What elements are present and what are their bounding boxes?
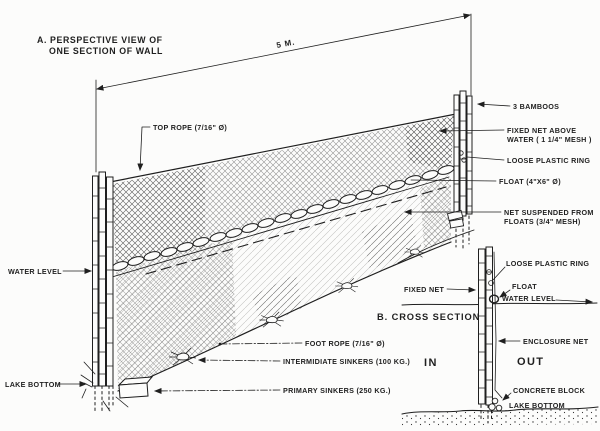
cross-label-float: FLOAT xyxy=(512,282,537,291)
net-hang-dashed-line xyxy=(145,186,447,275)
label-net-suspended-line1: NET SUSPENDED FROM xyxy=(504,208,594,217)
label-fixed-net-line1: FIXED NET ABOVE xyxy=(507,126,576,135)
cross-label-in: IN xyxy=(424,357,438,369)
dimension-label: 5 M. xyxy=(276,38,296,50)
cross-concrete-blocks xyxy=(488,397,503,412)
label-fixed-net-line2: WATER ( 1 1/4" MESH ) xyxy=(507,135,592,144)
cross-ground-line xyxy=(401,406,599,415)
cross-water-line xyxy=(401,302,598,306)
label-intermediate-sinkers: INTERMIDIATE SINKERS (100 KG.) xyxy=(283,357,410,366)
loose-plastic-ring-shape xyxy=(458,150,464,156)
labels-perspective: TOP ROPE (7/16" Ø) 3 BAMBOOS FIXED NET A… xyxy=(5,101,594,395)
cross-section-view: LOOSE PLASTIC RING FIXED NET FLOAT WATER… xyxy=(377,246,599,426)
cross-label-out: OUT xyxy=(517,356,544,368)
cross-label-water-level: WATER LEVEL xyxy=(502,294,556,303)
cross-ground-stipple xyxy=(402,407,598,426)
cross-ring-shape xyxy=(488,280,494,286)
fixed-net-above-water-panel xyxy=(112,116,454,269)
top-rope-line xyxy=(109,113,457,183)
net-suspended-panel xyxy=(116,173,451,391)
label-3-bamboos: 3 BAMBOOS xyxy=(513,102,559,111)
cross-label-concrete-block: CONCRETE BLOCK xyxy=(513,386,586,395)
section-a-title-line1: A. PERSPECTIVE VIEW OF xyxy=(37,35,163,45)
section-a-title-line2: ONE SECTION OF WALL xyxy=(49,46,163,56)
cross-label-fixed-net: FIXED NET xyxy=(404,285,445,294)
net-head-line xyxy=(111,176,450,278)
primary-sinker-block xyxy=(117,376,154,399)
cross-ring-shape xyxy=(486,269,492,275)
section-b-title: B. CROSS SECTION xyxy=(377,312,480,322)
foot-rope-line xyxy=(117,241,452,392)
cross-label-lake-bottom: LAKE BOTTOM xyxy=(509,401,565,410)
cross-float-shape xyxy=(488,294,500,304)
dimension-5m: 5 M. xyxy=(95,13,472,173)
label-loose-plastic-ring: LOOSE PLASTIC RING xyxy=(507,156,590,165)
right-pole-base-blocks xyxy=(446,209,465,229)
label-primary-sinkers: PRIMARY SINKERS (250 KG.) xyxy=(283,386,391,395)
left-bamboo-pole xyxy=(80,171,129,413)
label-lake-bottom: LAKE BOTTOM xyxy=(5,380,61,389)
cross-bamboo-pole xyxy=(478,246,493,424)
lake-bottom-slope-right xyxy=(397,229,475,264)
label-top-rope: TOP ROPE (7/16" Ø) xyxy=(153,123,227,132)
cross-enclosure-net-line xyxy=(493,251,503,399)
right-bamboo-pole xyxy=(446,90,473,251)
loose-plastic-ring-shape xyxy=(461,157,467,163)
cross-label-loose-ring: LOOSE PLASTIC RING xyxy=(506,259,589,268)
cross-label-enclosure-net: ENCLOSURE NET xyxy=(523,337,589,346)
label-water-level: WATER LEVEL xyxy=(8,267,62,276)
label-net-suspended-line2: FLOATS (3/4" MESH) xyxy=(504,217,581,226)
label-float: FLOAT (4"X6" Ø) xyxy=(499,177,561,186)
label-foot-rope: FOOT ROPE (7/16" Ø) xyxy=(305,339,385,348)
